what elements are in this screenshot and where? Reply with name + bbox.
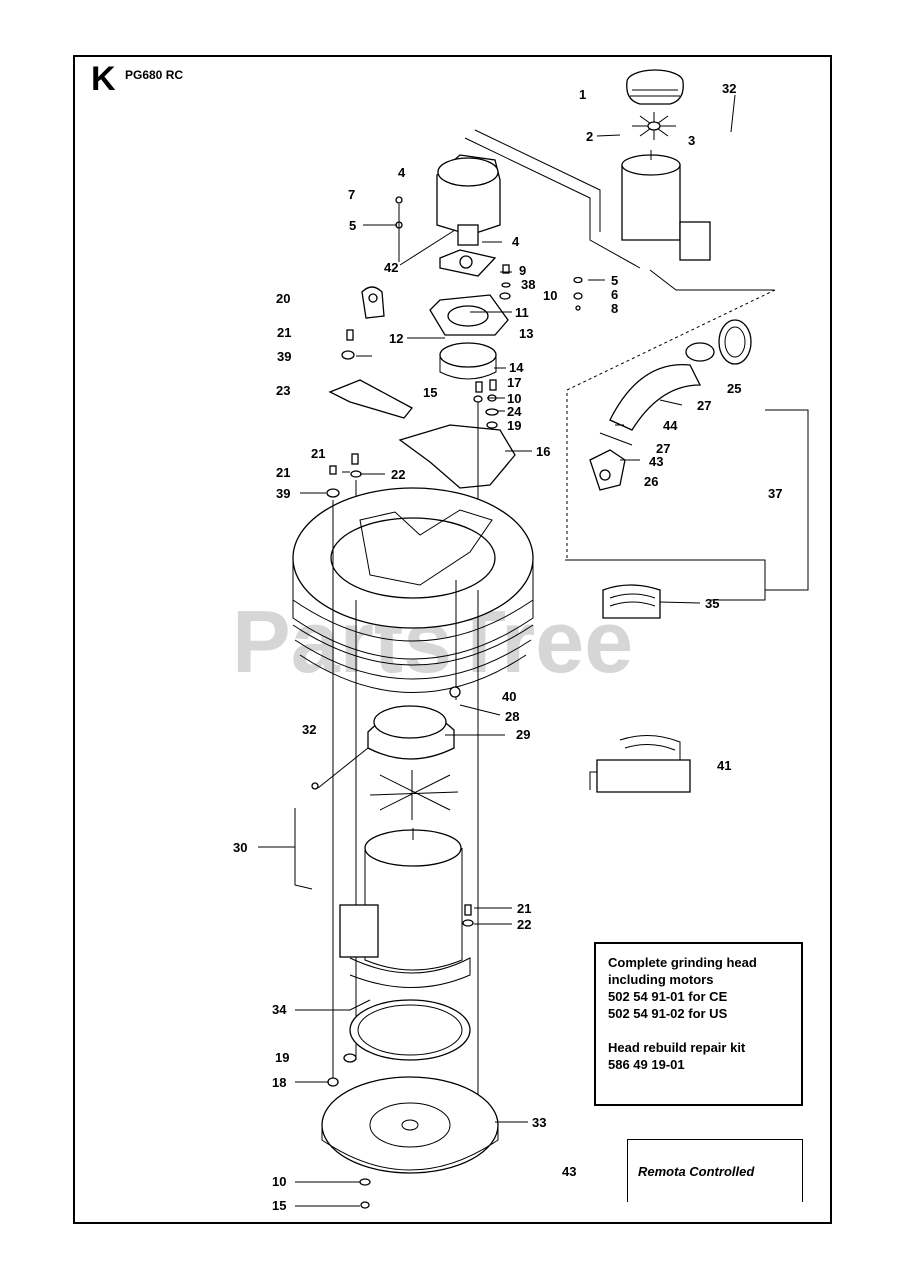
filter-35 bbox=[602, 584, 661, 619]
callout: 8 bbox=[611, 301, 618, 316]
info-line: 502 54 91-01 for CE bbox=[608, 989, 728, 1004]
callout: 5 bbox=[349, 218, 356, 233]
callout: 21 bbox=[276, 465, 290, 480]
callout: 4 bbox=[398, 165, 406, 180]
callout: 40 bbox=[502, 689, 516, 704]
callout: 39 bbox=[276, 486, 290, 501]
callout: 2 bbox=[586, 129, 593, 144]
info-line: Head rebuild repair kit bbox=[608, 1040, 746, 1055]
leader-lines bbox=[258, 134, 701, 1207]
callout-numbers: 1 32 2 3 4 7 5 4 42 9 38 5 10 6 8 20 11 … bbox=[233, 81, 782, 1213]
callout: 17 bbox=[507, 375, 521, 390]
callout: 18 bbox=[272, 1075, 286, 1090]
callout: 35 bbox=[705, 596, 719, 611]
info-line: 586 49 19-01 bbox=[608, 1057, 685, 1072]
drive-gear bbox=[439, 342, 497, 368]
callout: 27 bbox=[656, 441, 670, 456]
callout: 19 bbox=[275, 1050, 289, 1065]
section-letter: K bbox=[91, 60, 116, 98]
callout: 39 bbox=[277, 349, 291, 364]
callout: 7 bbox=[348, 187, 355, 202]
callout: 13 bbox=[519, 326, 533, 341]
ring-34 bbox=[349, 999, 471, 1061]
callout: 21 bbox=[517, 901, 531, 916]
hose-44 bbox=[609, 363, 702, 431]
info-line: 502 54 91-02 for US bbox=[608, 1006, 728, 1021]
info-line: including motors bbox=[608, 972, 714, 987]
remote-kit-region bbox=[566, 289, 776, 558]
callout: 42 bbox=[384, 260, 398, 275]
callout: 21 bbox=[277, 325, 291, 340]
callout: 24 bbox=[507, 404, 522, 419]
lower-motor-assembly bbox=[311, 686, 471, 988]
gearbox-assembly bbox=[395, 154, 501, 277]
callout: 27 bbox=[697, 398, 711, 413]
callout: 6 bbox=[611, 287, 618, 302]
callout: 14 bbox=[509, 360, 524, 375]
callout: 10 bbox=[543, 288, 557, 303]
callout: 21 bbox=[311, 446, 325, 461]
callout: 3 bbox=[688, 133, 695, 148]
remote-controlled-label: Remota Controlled bbox=[638, 1164, 755, 1179]
callout: 26 bbox=[644, 474, 658, 489]
callout: 22 bbox=[391, 467, 405, 482]
info-spacer bbox=[608, 1022, 789, 1039]
small-motor-assembly bbox=[621, 69, 736, 261]
callout: 28 bbox=[505, 709, 519, 724]
callout: 44 bbox=[663, 418, 678, 433]
callout: 19 bbox=[507, 418, 521, 433]
remote-part-number: 43 bbox=[562, 1164, 577, 1179]
plate-23 bbox=[328, 379, 413, 419]
callout: 11 bbox=[515, 305, 529, 320]
callout: 16 bbox=[536, 444, 550, 459]
callout: 43 bbox=[649, 454, 663, 469]
callout: 37 bbox=[768, 486, 782, 501]
remote-controlled-box bbox=[627, 1139, 803, 1202]
callout: 15 bbox=[423, 385, 437, 400]
callout: 10 bbox=[272, 1174, 286, 1189]
base-plate bbox=[321, 1076, 499, 1174]
callout: 4 bbox=[512, 234, 520, 249]
callout: 5 bbox=[611, 273, 618, 288]
plate-16 bbox=[398, 424, 516, 489]
callout: 15 bbox=[272, 1198, 286, 1213]
callout: 12 bbox=[389, 331, 403, 346]
callout: 1 bbox=[579, 87, 586, 102]
main-housing bbox=[292, 487, 534, 693]
model-label: PG680 RC bbox=[125, 68, 184, 82]
filter-41 bbox=[596, 759, 691, 793]
callout: 41 bbox=[717, 758, 731, 773]
callout: 32 bbox=[302, 722, 316, 737]
diagram-frame bbox=[73, 55, 832, 1224]
callout: 30 bbox=[233, 840, 247, 855]
callout: 20 bbox=[276, 291, 290, 306]
kit-info-box: Complete grinding head including motors … bbox=[594, 942, 803, 1106]
callout: 38 bbox=[521, 277, 535, 292]
callout: 34 bbox=[272, 1002, 287, 1017]
callout: 23 bbox=[276, 383, 290, 398]
callout: 9 bbox=[519, 263, 526, 278]
callout: 29 bbox=[516, 727, 530, 742]
callout: 33 bbox=[532, 1115, 546, 1130]
callout: 22 bbox=[517, 917, 531, 932]
callout: 25 bbox=[727, 381, 741, 396]
small-hardware-upper bbox=[499, 264, 583, 311]
callout: 10 bbox=[507, 391, 521, 406]
callout: 32 bbox=[722, 81, 736, 96]
info-line: Complete grinding head bbox=[608, 955, 757, 970]
